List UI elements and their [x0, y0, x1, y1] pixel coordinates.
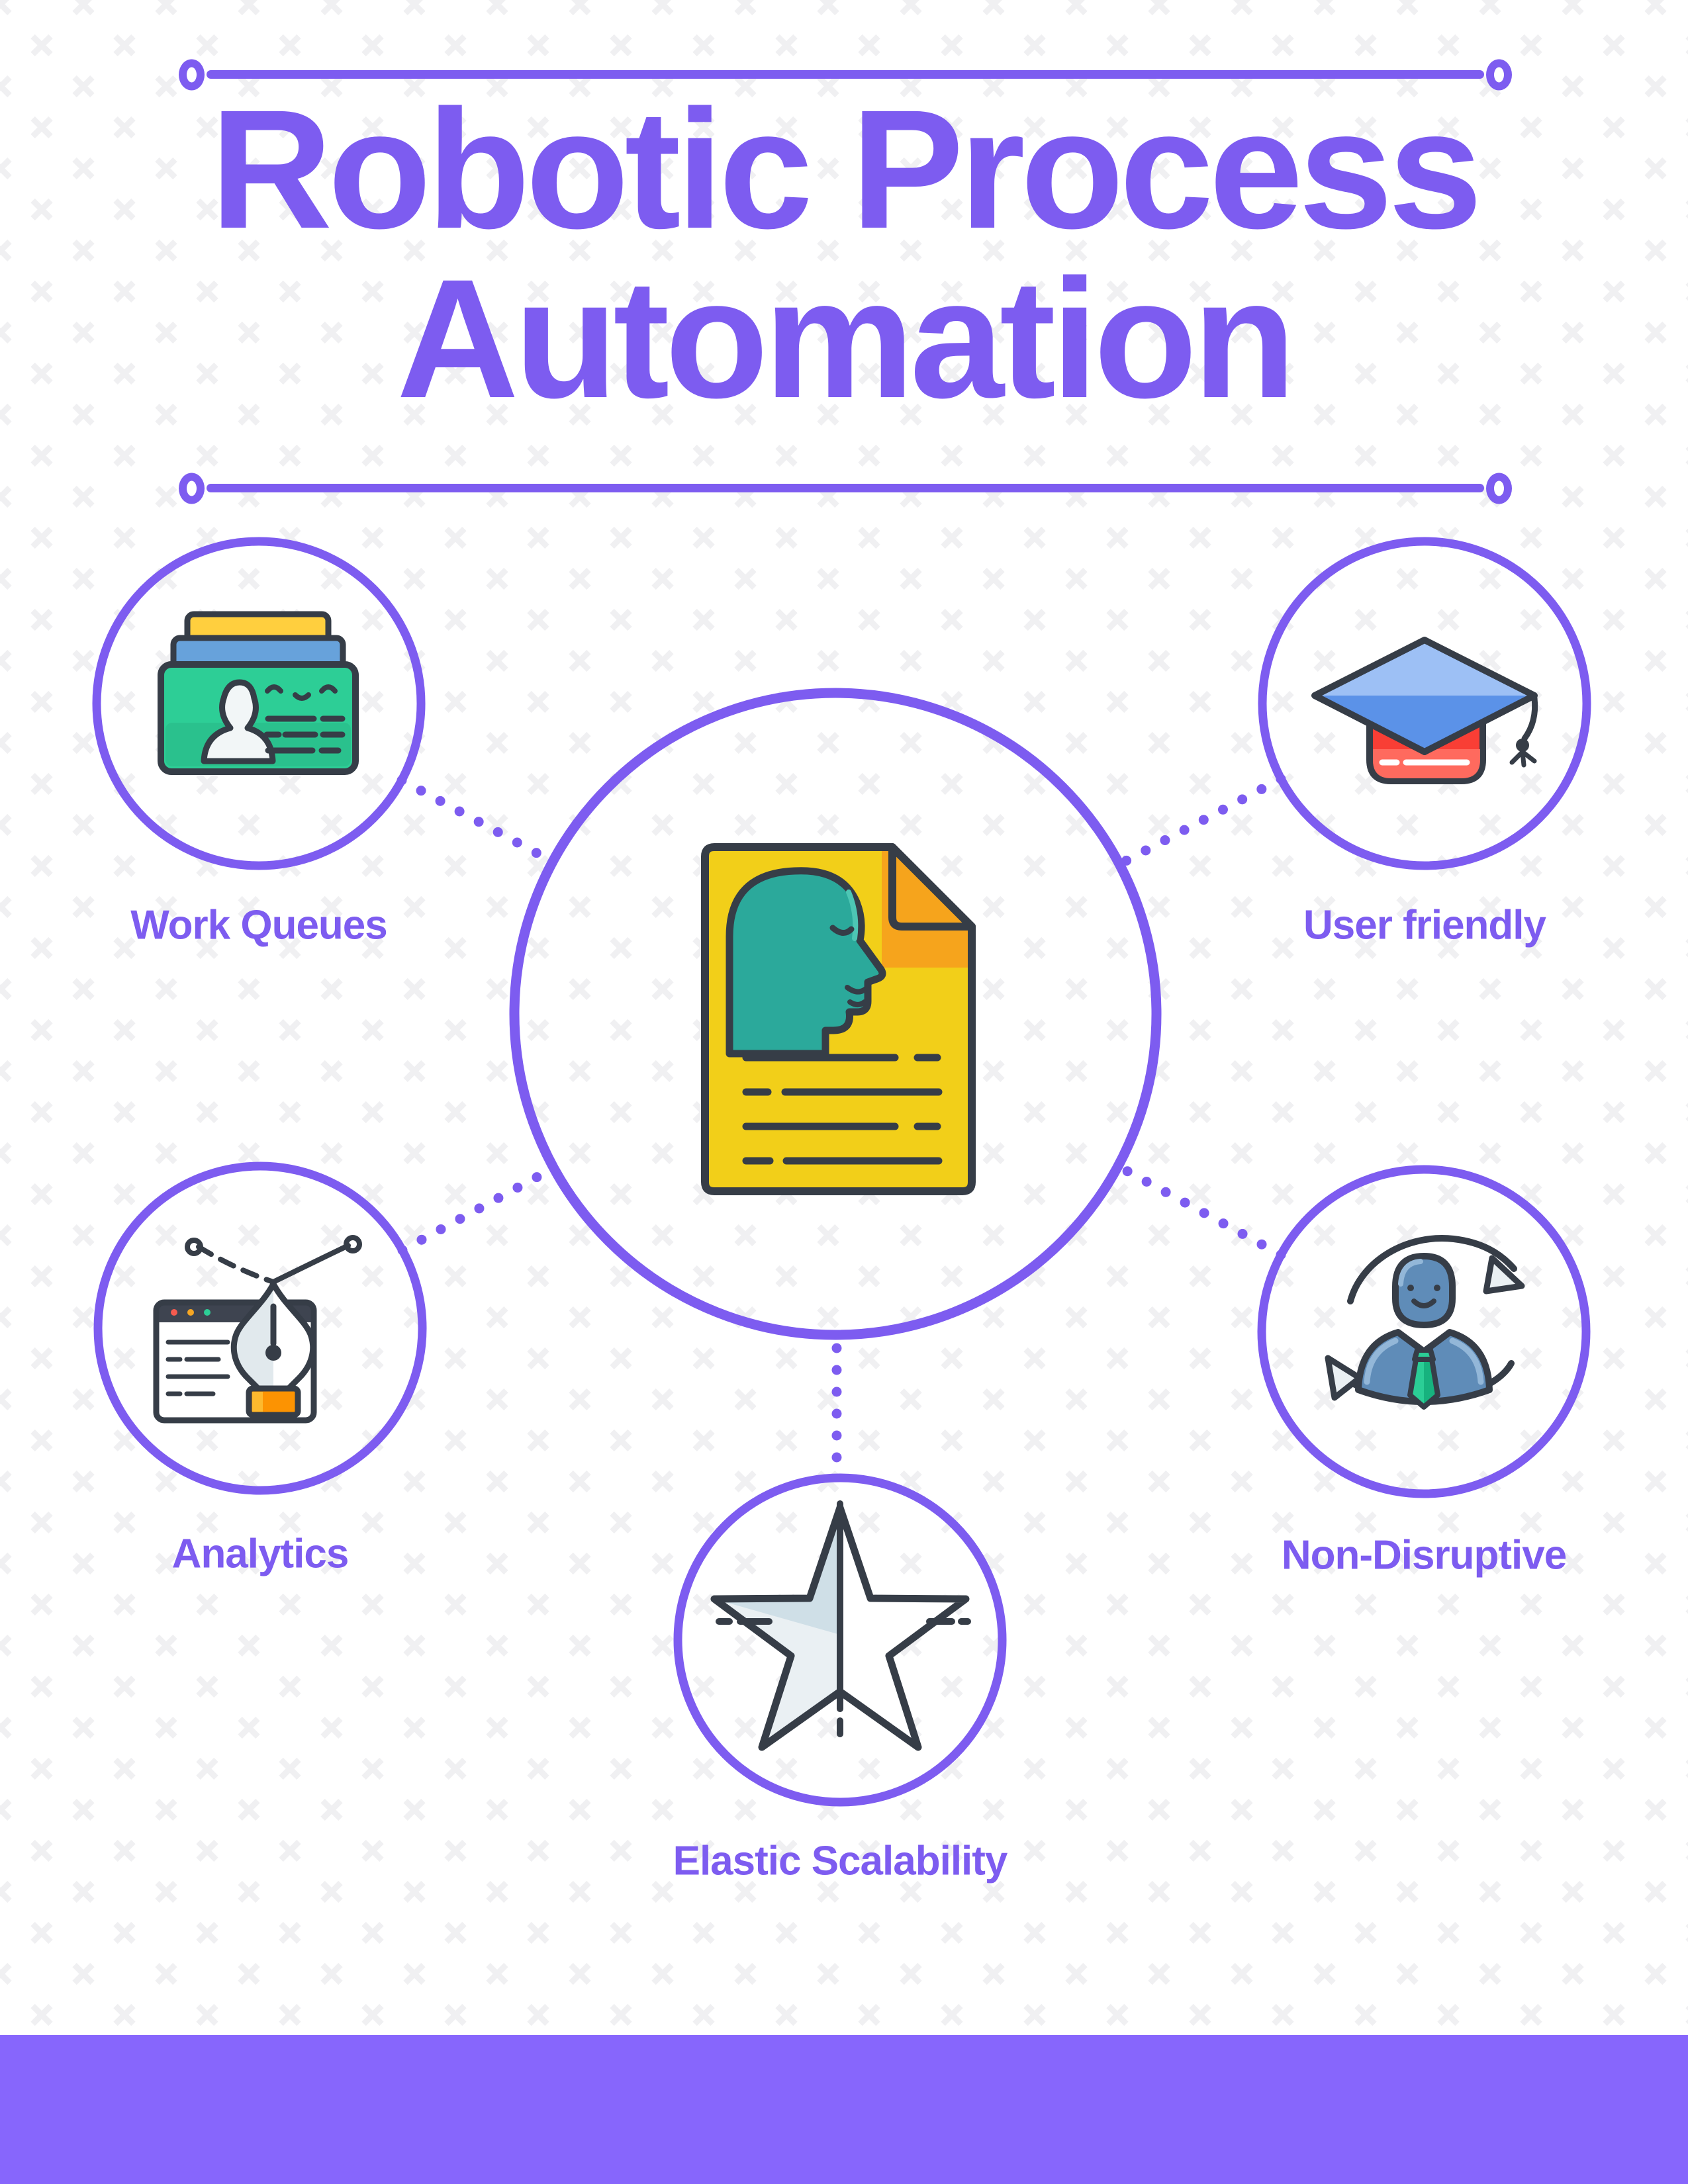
title-rule-top [207, 70, 1484, 79]
document-face-icon [701, 843, 976, 1195]
node-label-user-friendly: User friendly [1303, 902, 1546, 948]
node-label-work-queues: Work Queues [130, 902, 388, 948]
analytics-circle [93, 1161, 427, 1495]
non-disruptive-circle [1257, 1165, 1591, 1498]
connector-non-disruptive [1113, 1161, 1286, 1260]
connector-user-friendly [1114, 774, 1286, 870]
footer-bar [0, 2035, 1688, 2184]
half-star-icon [710, 1500, 971, 1751]
graduation-cap-icon [1311, 637, 1538, 784]
connector-analytics [397, 1163, 559, 1255]
pen-tool-browser-icon [153, 1235, 362, 1424]
node-label-elastic-scalability: Elastic Scalability [673, 1838, 1008, 1884]
page-title-line2: Automation [397, 244, 1296, 433]
id-cards-icon [158, 611, 359, 775]
center-circle [509, 688, 1162, 1340]
node-label-analytics: Analytics [171, 1531, 350, 1577]
elastic-scalability-circle [673, 1473, 1007, 1807]
node-label-non-disruptive: Non-Disruptive [1281, 1532, 1567, 1578]
work-queues-circle [92, 537, 426, 870]
connector-work-queues [397, 775, 558, 867]
connector-lines [397, 774, 1286, 1468]
page-title-line1: Robotic Process [210, 75, 1482, 264]
title-rule-bottom [207, 484, 1484, 492]
page-title: Robotic Process Automation [0, 85, 1688, 424]
rotating-user-icon [1325, 1235, 1525, 1410]
user-friendly-circle [1258, 537, 1591, 870]
